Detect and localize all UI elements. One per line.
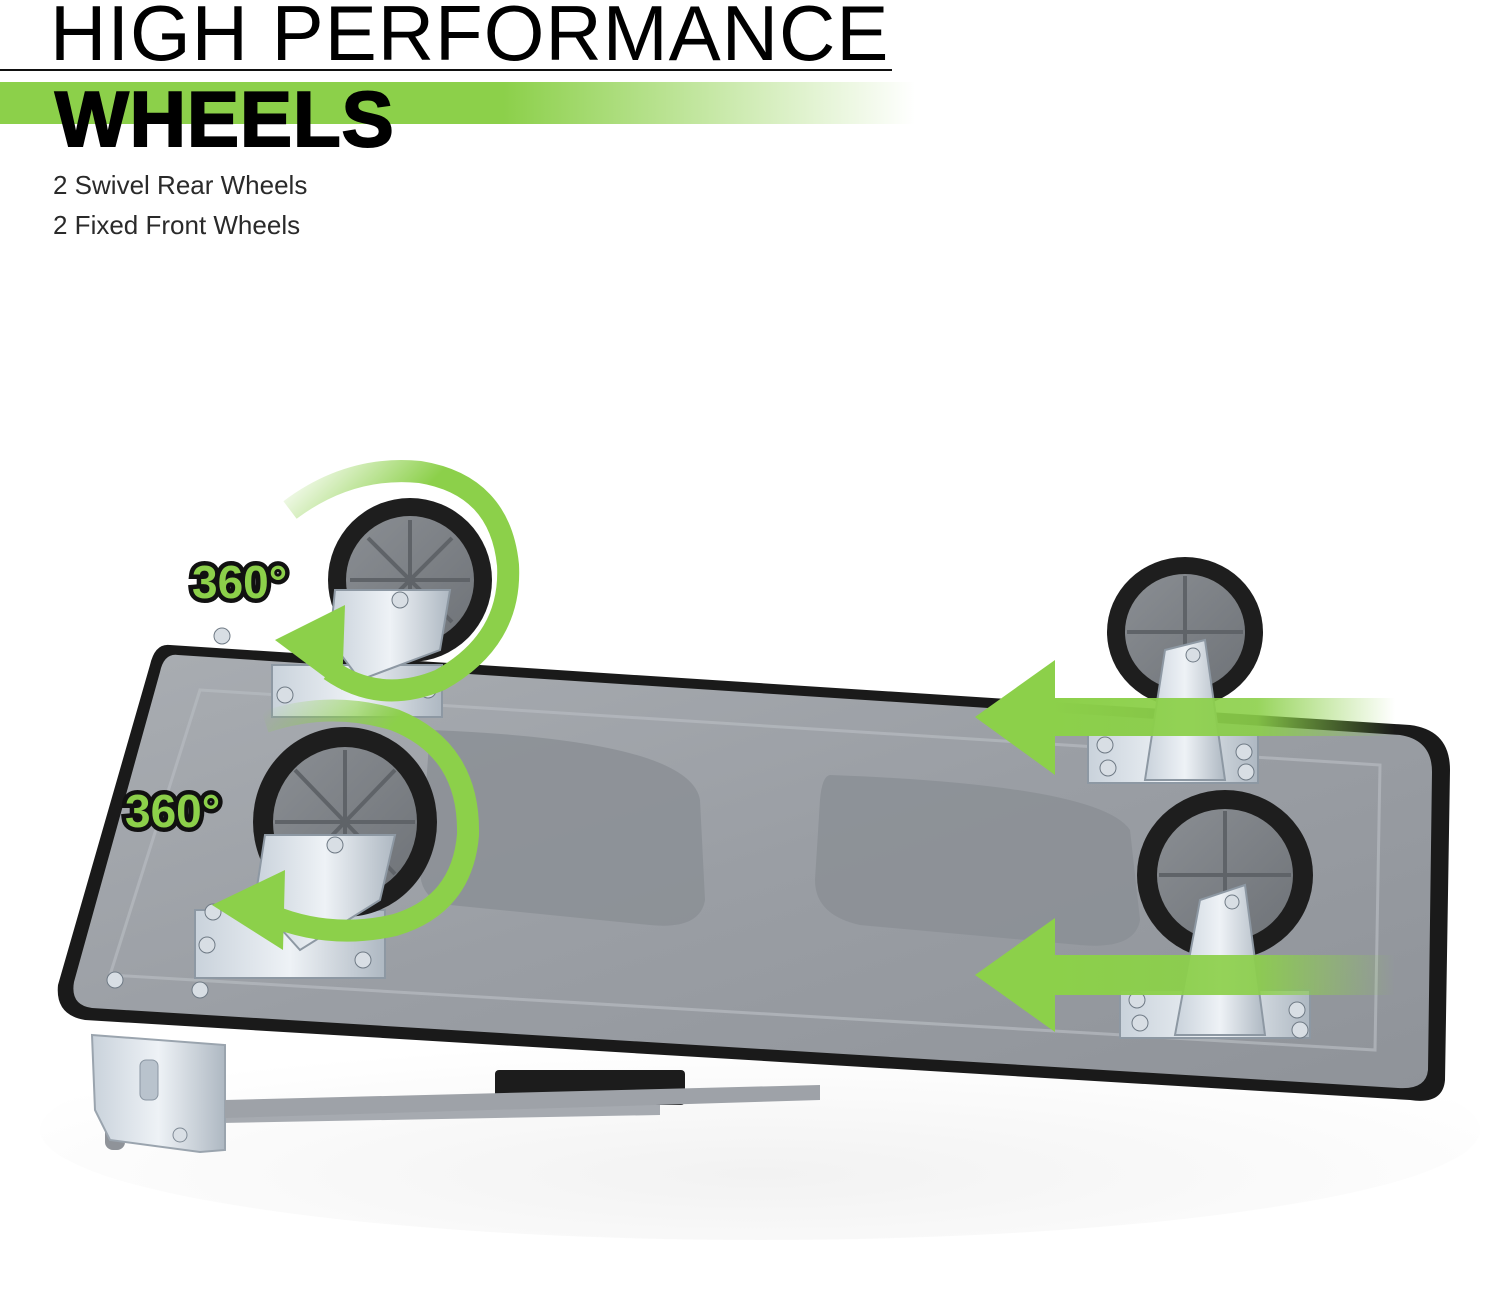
headline-highlight-band [0,82,915,124]
headline-line-2: WHEELS [54,75,395,163]
rotate-arrow-icon [275,460,520,702]
headline-rule [0,69,892,71]
headline-line-1: HIGH PERFORMANCE [50,0,890,77]
folding-frame [90,1033,820,1154]
feature-fixed-front: 2 Fixed Front Wheels [53,210,301,240]
swivel-badge-bottom: 360° [125,785,220,837]
fixed-wheel-front-top [1087,557,1263,784]
fixed-wheel-front-bottom [1119,790,1313,1039]
swivel-badge-top: 360° [192,556,287,608]
swivel-wheel-rear-bottom [106,727,437,999]
left-arrow-icon-lower [975,918,1395,1032]
left-arrow-icon [975,660,1395,775]
rotate-arrow-icon-lower [212,699,480,950]
feature-swivel-rear: 2 Swivel Rear Wheels [53,170,308,200]
